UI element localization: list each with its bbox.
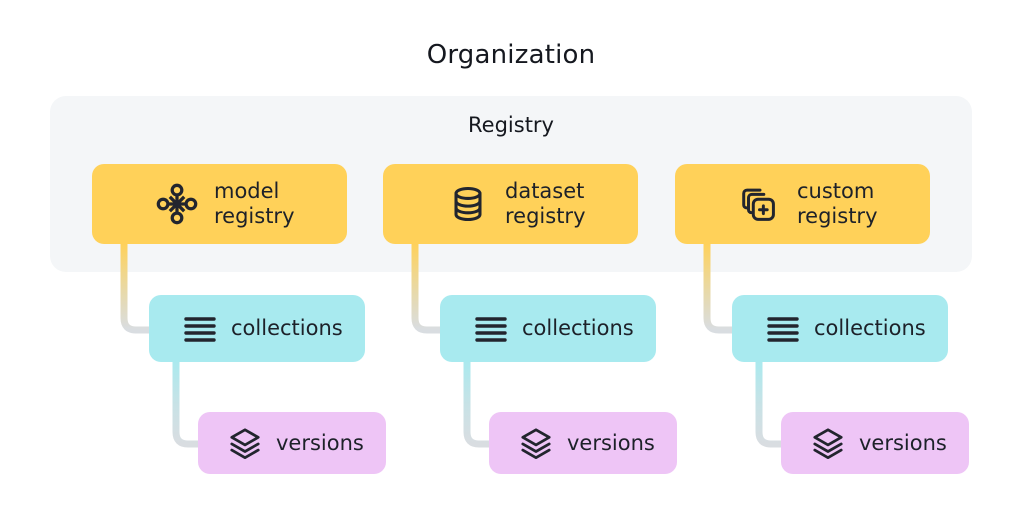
card-label: versions [276, 430, 364, 455]
card-label: model registry [214, 179, 295, 228]
page-title: Organization [426, 40, 596, 70]
card-label: versions [859, 430, 947, 455]
card-versions-3[interactable]: versions [781, 412, 969, 474]
stacked-squares-plus-icon [737, 181, 783, 227]
card-model-registry[interactable]: model registry [92, 164, 347, 244]
card-collections-2[interactable]: collections [440, 295, 656, 362]
layers-stack-icon [228, 426, 262, 460]
node-graph-icon [154, 181, 200, 227]
registry-panel-title: Registry [468, 113, 554, 137]
card-collections-1[interactable]: collections [149, 295, 365, 362]
list-lines-icon [183, 312, 217, 346]
card-dataset-registry[interactable]: dataset registry [383, 164, 638, 244]
card-versions-2[interactable]: versions [489, 412, 677, 474]
card-label: collections [522, 316, 634, 341]
card-label: versions [567, 430, 655, 455]
card-label: collections [814, 316, 926, 341]
card-versions-1[interactable]: versions [198, 412, 386, 474]
list-lines-icon [766, 312, 800, 346]
database-cylinder-icon [445, 181, 491, 227]
layers-stack-icon [811, 426, 845, 460]
card-label: collections [231, 316, 343, 341]
card-label: dataset registry [505, 179, 586, 228]
card-collections-3[interactable]: collections [732, 295, 948, 362]
card-custom-registry[interactable]: custom registry [675, 164, 930, 244]
layers-stack-icon [519, 426, 553, 460]
list-lines-icon [474, 312, 508, 346]
card-label: custom registry [797, 179, 878, 228]
